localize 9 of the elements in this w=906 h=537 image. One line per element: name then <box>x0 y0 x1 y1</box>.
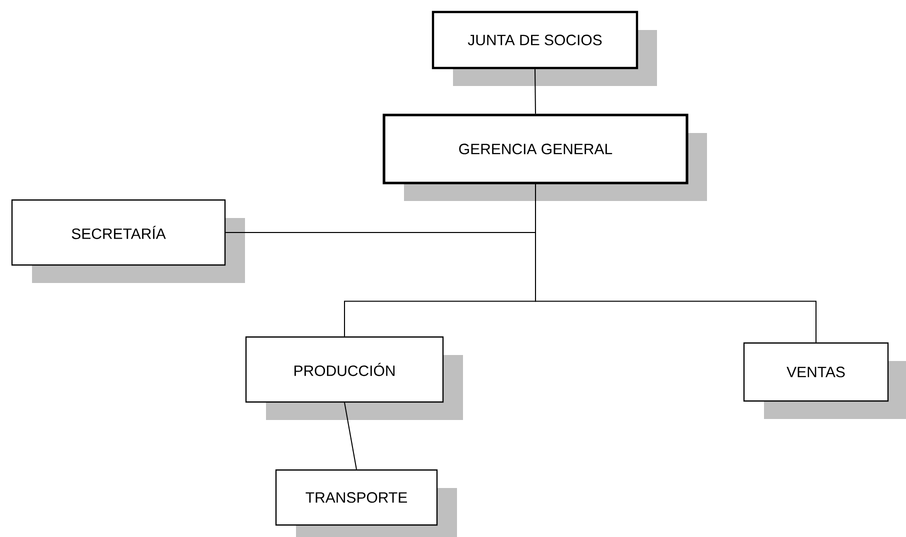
connector-line <box>535 184 816 343</box>
connector-line <box>534 68 536 114</box>
org-box: GERENCIA GENERAL <box>382 114 707 201</box>
connector-line <box>344 402 357 470</box>
org-box: TRANSPORTE <box>275 469 457 537</box>
org-box: VENTAS <box>743 342 906 419</box>
org-box: PRODUCCIÓN <box>245 336 463 420</box>
org-box: JUNTA DE SOCIOS <box>432 10 657 86</box>
org-box: SECRETARÍA <box>11 199 245 283</box>
